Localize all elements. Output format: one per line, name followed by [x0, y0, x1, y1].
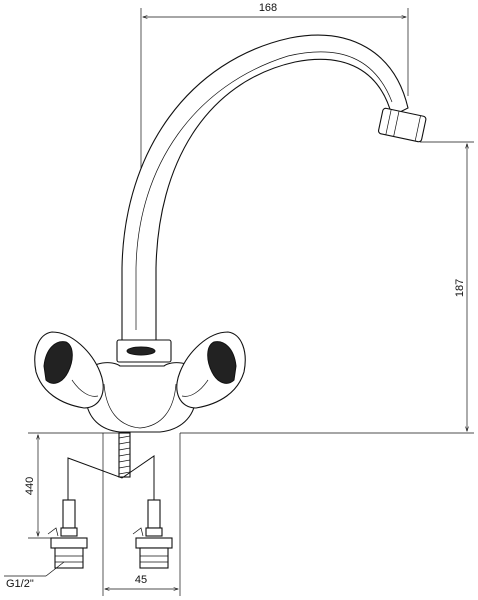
spout [121, 34, 427, 341]
left-nut [50, 537, 88, 549]
left-hose [62, 499, 76, 529]
dimension-label-187: 187 [454, 279, 466, 297]
hose-break-line [67, 455, 155, 500]
spout-highlight [135, 51, 393, 330]
left-handle-shade [43, 341, 73, 384]
right-handle [176, 331, 246, 409]
dimension-spout-height: 187 [180, 141, 474, 434]
dimension-hose-length: 440 [24, 432, 120, 539]
collar-mark [126, 346, 156, 356]
left-handle [34, 331, 104, 409]
dimension-label-45: 45 [135, 574, 147, 586]
thread-label: G1/2" [6, 578, 34, 590]
spout-tube [121, 34, 409, 341]
leader-line [45, 561, 65, 577]
body-contour [103, 383, 177, 429]
right-hose [147, 499, 161, 529]
dimension-label-168: 168 [259, 2, 277, 14]
right-nut [135, 537, 173, 549]
thread-callout: G1/2" [4, 561, 65, 590]
left-fitting [54, 547, 84, 569]
mounting-stud [118, 432, 131, 478]
spout-collar [116, 339, 172, 363]
right-fitting [139, 547, 169, 569]
dimension-inlet-spacing: 45 [102, 433, 181, 596]
aerator [377, 107, 427, 143]
flex-hoses [47, 455, 173, 569]
right-handle-shade [207, 341, 237, 384]
dimension-label-440: 440 [24, 477, 36, 495]
